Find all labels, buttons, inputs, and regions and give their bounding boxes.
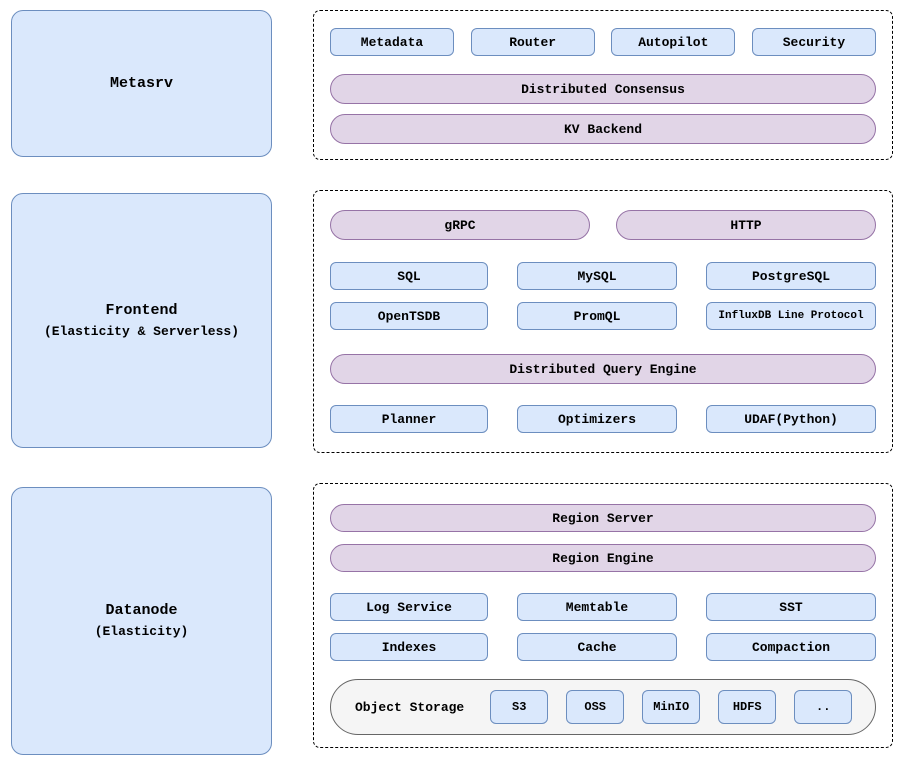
frontend-protocols-row-2: OpenTSDB PromQL InfluxDB Line Protocol	[330, 302, 876, 330]
metasrv-modules-row: Metadata Router Autopilot Security	[330, 28, 876, 56]
autopilot-box: Autopilot	[611, 28, 736, 56]
mysql-box: MySQL	[517, 262, 677, 290]
frontend-sublabel: (Elasticity & Serverless)	[43, 323, 240, 339]
frontend-label: Frontend	[105, 301, 178, 319]
metasrv-section-box: Metasrv	[11, 10, 272, 157]
distributed-query-engine-pill: Distributed Query Engine	[330, 354, 876, 384]
metasrv-label: Metasrv	[109, 74, 173, 92]
optimizers-box: Optimizers	[517, 405, 677, 433]
router-box: Router	[470, 28, 595, 56]
distributed-consensus-pill: Distributed Consensus	[330, 74, 876, 104]
compaction-box: Compaction	[706, 633, 876, 661]
influxdb-line-protocol-box: InfluxDB Line Protocol	[706, 302, 876, 330]
log-service-box: Log Service	[330, 593, 488, 621]
datanode-storage-row-1: Log Service Memtable SST	[330, 593, 876, 621]
datanode-label: Datanode	[105, 602, 178, 619]
datanode-sublabel: (Elasticity)	[94, 624, 189, 639]
other-backends-box: ..	[794, 690, 853, 724]
cache-box: Cache	[517, 633, 677, 661]
frontend-section-box: Frontend (Elasticity & Serverless)	[11, 193, 272, 448]
region-engine-pill: Region Engine	[330, 544, 876, 572]
oss-box: OSS	[566, 690, 625, 724]
udaf-python-box: UDAF(Python)	[706, 405, 876, 433]
metadata-box: Metadata	[330, 28, 454, 56]
datanode-section-box: Datanode (Elasticity)	[11, 487, 272, 755]
hdfs-box: HDFS	[718, 690, 777, 724]
sst-box: SST	[706, 593, 876, 621]
frontend-protocols-row-1: SQL MySQL PostgreSQL	[330, 262, 876, 290]
object-storage-backends-row: S3 OSS MinIO HDFS ..	[490, 690, 853, 724]
object-storage-container: Object Storage S3 OSS MinIO HDFS ..	[330, 679, 876, 735]
metasrv-container: Metadata Router Autopilot Security Distr…	[313, 10, 893, 160]
grpc-pill: gRPC	[330, 210, 590, 240]
opentsdb-box: OpenTSDB	[330, 302, 488, 330]
kv-backend-pill: KV Backend	[330, 114, 876, 144]
frontend-container: gRPC HTTP SQL MySQL PostgreSQL OpenTSDB …	[313, 190, 893, 453]
promql-box: PromQL	[517, 302, 677, 330]
postgresql-box: PostgreSQL	[706, 262, 876, 290]
minio-box: MinIO	[642, 690, 701, 724]
http-pill: HTTP	[616, 210, 876, 240]
memtable-box: Memtable	[517, 593, 677, 621]
region-server-pill: Region Server	[330, 504, 876, 532]
datanode-storage-row-2: Indexes Cache Compaction	[330, 633, 876, 661]
security-box: Security	[751, 28, 876, 56]
s3-box: S3	[490, 690, 549, 724]
indexes-box: Indexes	[330, 633, 488, 661]
datanode-container: Region Server Region Engine Log Service …	[313, 483, 893, 748]
planner-box: Planner	[330, 405, 488, 433]
frontend-rpc-row: gRPC HTTP	[330, 210, 876, 240]
frontend-engine-parts-row: Planner Optimizers UDAF(Python)	[330, 405, 876, 433]
object-storage-label: Object Storage	[355, 699, 465, 715]
sql-box: SQL	[330, 262, 488, 290]
